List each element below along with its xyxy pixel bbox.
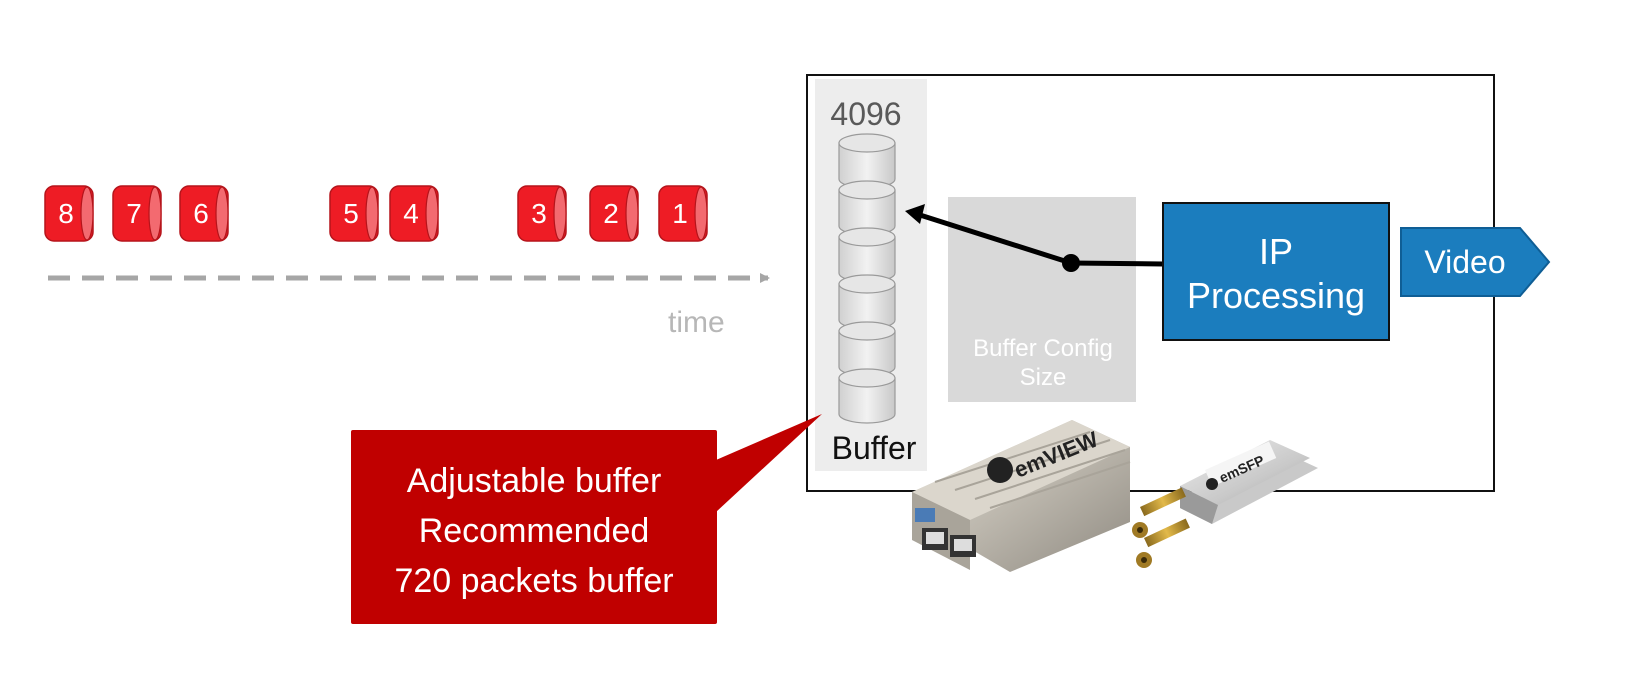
config-arrow — [919, 212, 1072, 266]
callout-pointer — [716, 414, 822, 512]
callout-line1: Adjustable buffer — [406, 462, 662, 500]
packet-1 — [658, 185, 708, 242]
packet-5 — [329, 185, 379, 242]
ip-processing-line1: IP — [1258, 231, 1293, 272]
buffer-config-line2: Size — [1019, 364, 1067, 391]
packet-label: 8 — [58, 198, 74, 229]
callout-line2: Recommended — [418, 512, 650, 550]
packet-3 — [517, 185, 567, 242]
time-label: time — [668, 306, 725, 339]
video-label: Video — [1424, 244, 1506, 280]
packet-label: 4 — [403, 198, 419, 229]
buffer-config-label: Buffer Config Size — [950, 334, 1136, 392]
buffer-slot — [838, 180, 896, 236]
buffer-config-box — [948, 197, 1136, 402]
emview-device: emVIEW — [912, 420, 1131, 572]
buffer-max-label: 4096 — [830, 96, 902, 132]
buffer-slot — [838, 321, 896, 377]
callout-line3: 720 packets buffer — [394, 562, 674, 600]
buffer-slot — [838, 274, 896, 330]
packet-6 — [179, 185, 229, 242]
packet-4 — [389, 185, 439, 242]
config-arrow-head — [905, 204, 925, 224]
packet-label: 1 — [672, 198, 688, 229]
video-arrow — [1400, 227, 1551, 297]
buffer-slot — [838, 368, 896, 424]
buffer-config-line1: Buffer Config — [973, 335, 1113, 362]
packet-2 — [589, 185, 639, 242]
packet-label: 3 — [531, 198, 547, 229]
ip-processing-label: IP Processing — [1163, 230, 1389, 318]
packet-label: 2 — [603, 198, 619, 229]
packet-label: 5 — [343, 198, 359, 229]
buffer-stack — [838, 133, 896, 424]
buffer-slot — [838, 227, 896, 283]
packet-label: 7 — [126, 198, 142, 229]
callout-text: Adjustable buffer Recommended 720 packet… — [352, 456, 716, 606]
packet-stream — [44, 185, 708, 242]
config-arrow-dot — [1062, 254, 1080, 272]
ip-processing-line2: Processing — [1186, 275, 1366, 316]
ip-processing-box — [1162, 202, 1390, 341]
config-arrow-line — [1070, 260, 1164, 267]
buffer-slot — [838, 133, 896, 189]
buffer-title: Buffer — [831, 430, 917, 466]
callout-box — [351, 430, 717, 624]
packet-8 — [44, 185, 94, 242]
packet-7 — [112, 185, 162, 242]
packet-label: 6 — [193, 198, 209, 229]
